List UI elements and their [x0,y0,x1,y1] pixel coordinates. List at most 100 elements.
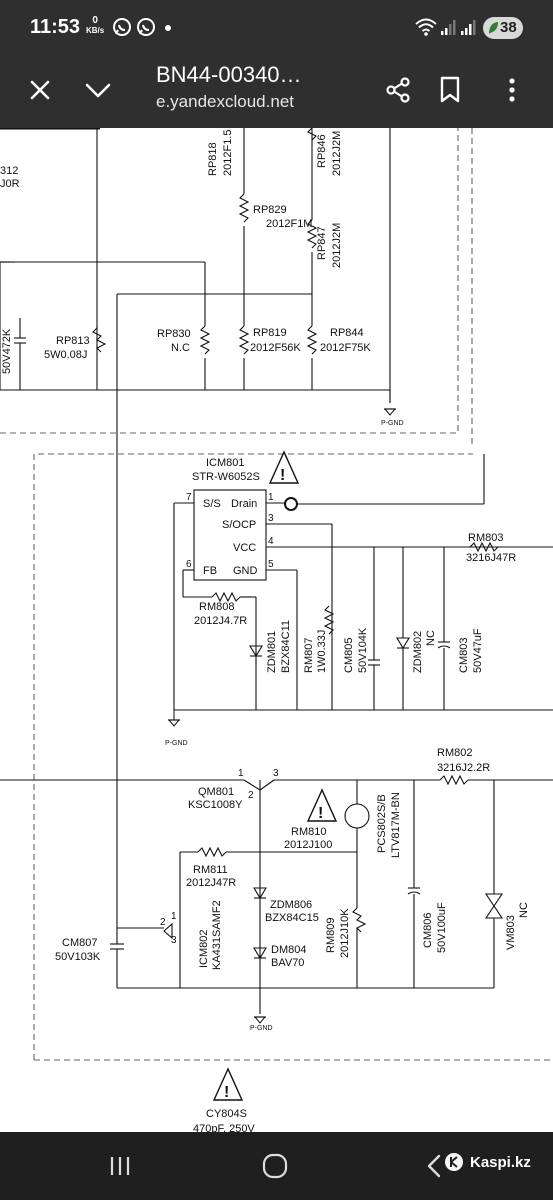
label: Drain [231,498,257,510]
label: 2012J2M [331,223,343,268]
share-icon [386,77,410,103]
battery-indicator: 38 [483,17,523,39]
bookmark-button[interactable] [428,68,472,112]
schematic-image: ! ! ! 312 J0R RP818 2012F1.5 RP846 2012J… [0,128,553,1132]
label: 2012F1M [266,218,312,230]
navigation-bar: Kaspi.kz [0,1132,553,1200]
back-button[interactable] [412,1146,456,1186]
label: 3 [268,513,274,524]
label: 2 [160,917,166,928]
label: RP846 [316,134,328,168]
signal-icon [441,20,456,35]
label: STR-W6052S [192,471,260,483]
label: VCC [233,542,256,554]
label: ICM802 [198,929,210,968]
more-options-button[interactable] [490,68,534,112]
back-icon [427,1154,441,1178]
label: S/OCP [222,519,256,531]
label: 7 [186,492,192,503]
label: 3216J47R [466,552,516,564]
label: CM807 [62,937,97,949]
label: 2012J2M [331,131,343,176]
brand-watermark: Kaspi.kz [444,1152,531,1172]
home-button[interactable] [253,1146,297,1186]
label: NC [518,902,530,918]
label: BZX84C15 [265,912,319,924]
label: LTV817M-BN [390,792,402,858]
status-bar: 11:53 0 KB/s 38 [0,0,553,58]
warning-icon: ! [306,788,338,822]
share-button[interactable] [376,68,420,112]
label: 2012J4.7R [194,615,247,627]
label: 1 [238,768,244,779]
label: 1W0.33J [316,630,328,673]
label: RP830 [157,328,191,340]
label: N.C [171,342,190,354]
net-speed-unit: KB/s [86,26,105,35]
label: DM804 [271,944,306,956]
label: RM803 [468,532,503,544]
label: 4 [268,536,274,547]
label: ICM801 [206,457,245,469]
label: P-GND [250,1025,273,1032]
label: RM809 [325,918,337,953]
leaf-icon [489,22,498,34]
label: 50V104K [357,627,369,673]
label: 2012J10K [339,908,351,958]
label: CM806 [422,913,434,948]
label: KA431SAMF2 [211,900,223,970]
label: CY804S [206,1108,247,1120]
label: 2012F56K [250,342,301,354]
label: ZDM802 [412,631,424,673]
label: RP847 [316,226,328,260]
label: 3216J2.2R [437,762,490,774]
expand-button[interactable] [76,68,120,112]
label: 2012F75K [320,342,371,354]
label: 2012J47R [186,877,236,889]
signal-icon [461,20,476,35]
bookmark-icon [440,76,460,103]
label: CM805 [343,638,355,673]
label: RP819 [253,327,287,339]
label: 50V47uF [472,628,484,673]
label: PCS802S/B [376,794,388,853]
viewer-toolbar: BN44-00340… e.yandexcloud.net [0,58,553,128]
kaspi-logo-icon [445,1153,463,1171]
label: FB [203,565,217,577]
label: 470pF, 250V [193,1123,255,1132]
document-source: e.yandexcloud.net [156,92,294,111]
close-icon [30,80,50,100]
label: 50V100uF [436,902,448,953]
whatsapp-icon [113,18,131,36]
net-speed: 0 KB/s [86,16,104,36]
label: 5 [268,559,274,570]
label: ZDM801 [266,631,278,673]
label: J0R [0,178,20,190]
document-viewer[interactable]: ! ! ! 312 J0R RP818 2012F1.5 RP846 2012J… [0,128,553,1132]
label: BZX84C11 [280,620,292,673]
label: RM802 [437,747,472,759]
close-button[interactable] [18,68,62,112]
label: RP829 [253,204,287,216]
notification-dot [165,25,171,31]
label: 1 [268,492,274,503]
label: 3 [171,935,177,946]
label: RM808 [199,601,234,613]
label: 1 [171,911,177,922]
label: RM810 [291,826,326,838]
label: RM807 [303,638,315,673]
recents-button[interactable] [98,1146,142,1186]
warning-icon: ! [212,1067,244,1101]
label: 50V103K [55,951,101,963]
label: 2 [248,790,254,801]
label: 5W0.08J [44,349,87,361]
label: 6 [186,559,192,570]
label: CM803 [458,638,470,673]
label: ZDM806 [270,899,312,911]
label: RM811 [193,864,228,876]
label: 312 [0,165,18,177]
label: BAV70 [271,957,304,969]
label: QM801 [198,786,234,798]
battery-level: 38 [500,19,517,36]
label: P-GND [381,420,404,427]
